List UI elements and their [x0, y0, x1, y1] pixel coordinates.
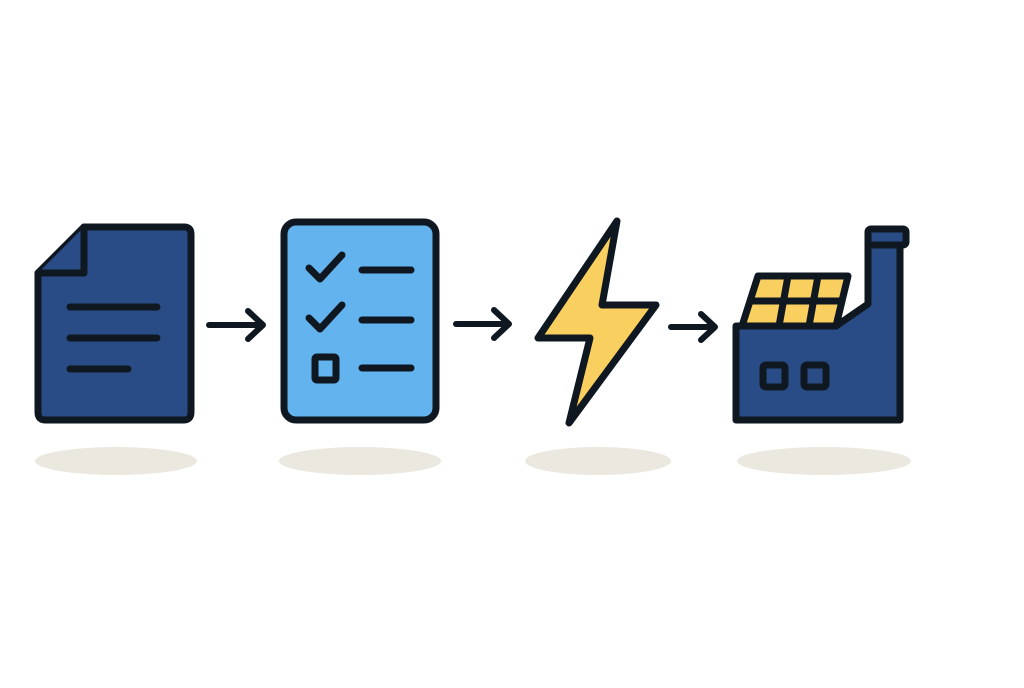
arrow-right-icon [453, 307, 512, 341]
arrow-right-icon [206, 308, 266, 342]
solar-factory-icon [732, 225, 910, 424]
lightning-shadow [525, 447, 671, 475]
shadows [35, 447, 911, 475]
checklist-shadow [279, 447, 441, 475]
lightning-icon [534, 217, 660, 427]
document-icon [34, 223, 195, 424]
arrow-right-icon [668, 311, 718, 343]
checklist-icon [280, 218, 440, 424]
document-shadow [35, 447, 197, 475]
factory-shadow [737, 447, 911, 475]
